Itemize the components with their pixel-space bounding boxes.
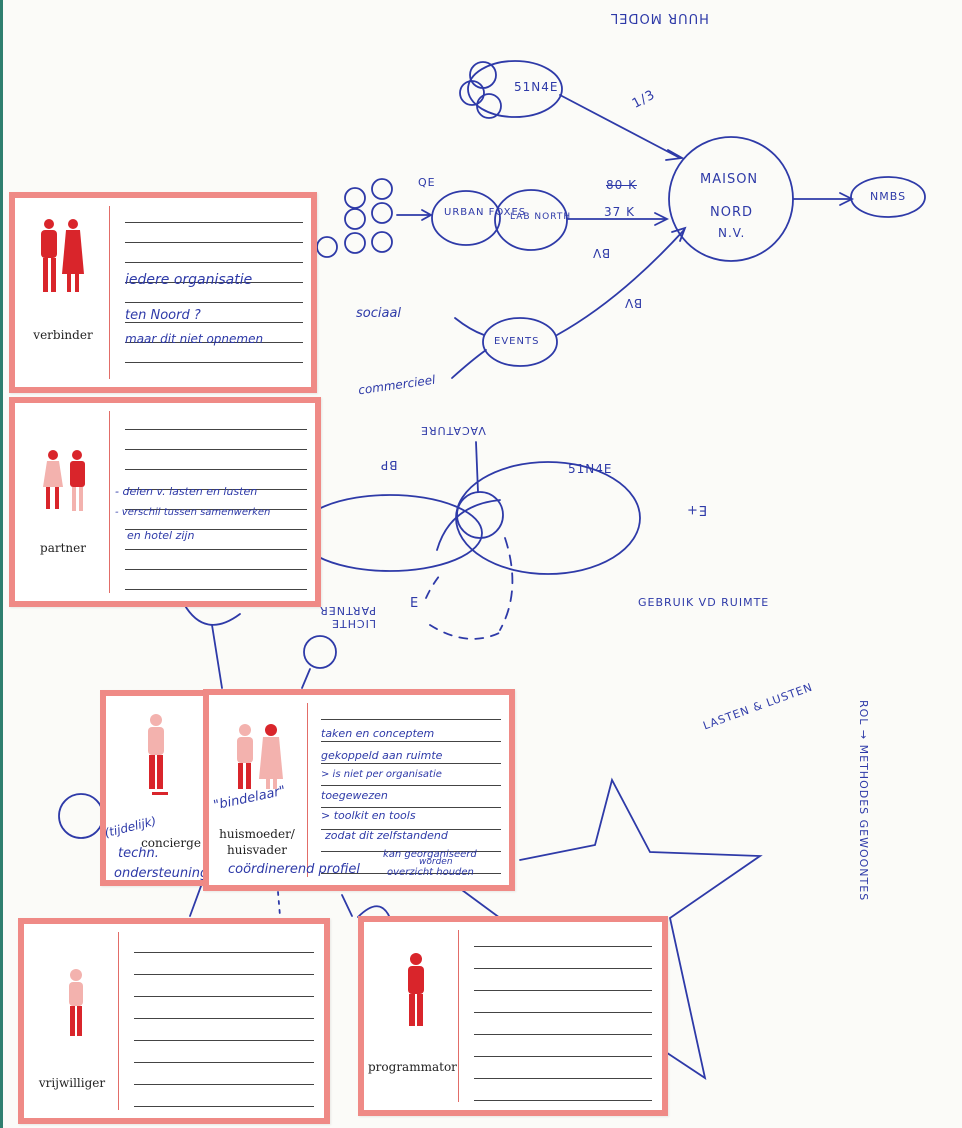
handwritten-note: - verschil tussen samenwerken [115, 507, 271, 518]
bv-left: BV [592, 246, 611, 260]
card-label-1: huismoeder/ [219, 827, 295, 841]
board-edge [0, 0, 3, 1128]
card-divider [109, 206, 110, 379]
sinqe-bubble [467, 60, 563, 118]
huismoeder-figures-icon [237, 724, 283, 789]
card-divider [118, 932, 119, 1110]
handwritten-note: - delen v. lasten en lusten [115, 485, 258, 498]
nord-label: NORD [710, 205, 753, 220]
card-partner: partner - delen v. lasten en lusten - ve… [9, 397, 321, 607]
handwritten-note: iedere organisatie [125, 272, 253, 288]
qe-label: QE [418, 176, 436, 189]
card-divider [109, 411, 110, 593]
lab-north-label: LAB NORTH [510, 212, 572, 222]
maison-label: MAISON [700, 172, 759, 187]
sinqe-label: 51N4E [514, 80, 559, 94]
vacature-label: VACATURE [420, 424, 486, 437]
vrijwilliger-figure-icon [69, 969, 83, 1036]
handwritten-note: taken en conceptem [321, 727, 435, 740]
handwritten-note: ondersteuning [114, 866, 209, 881]
concierge-figure-icon [148, 714, 168, 795]
nv-label: N.V. [718, 226, 746, 240]
card-label: verbinder [33, 328, 93, 342]
card-divider [307, 703, 308, 877]
bp-label: BP [380, 458, 398, 472]
events-label: EVENTS [494, 336, 540, 347]
handwritten-note: zodat dit zelfstandend [325, 829, 448, 842]
nmbs-bubble [850, 176, 926, 218]
lichte-partner-label: LICHTE PARTNER [319, 604, 376, 630]
handwritten-note: worden [419, 857, 453, 867]
star-outline [519, 777, 763, 1080]
partner-figures-icon [43, 450, 85, 511]
venn-sinqe-label: 51N4E [568, 462, 613, 476]
venn-left [297, 494, 483, 572]
maison-nord-circle [668, 136, 794, 262]
card-vrijwilliger: vrijwilliger [18, 918, 330, 1124]
programmator-figure-icon [408, 953, 424, 1026]
handwritten-note: gekoppeld aan ruimte [321, 749, 443, 762]
e-plus-label: E+ [686, 502, 708, 517]
nmbs-label: NMBS [870, 190, 907, 203]
handwritten-note: > toolkit en tools [321, 809, 416, 822]
card-verbinder: verbinder iedere organisatie ten Noord ?… [9, 192, 317, 393]
handwritten-note: ten Noord ? [125, 308, 201, 323]
top-note: HUUR MODEL [610, 10, 709, 25]
handwritten-note: coördinerend profiel [228, 862, 361, 877]
handwritten-note: kan georganiseerd [383, 849, 477, 860]
card-label: programmator [368, 1060, 457, 1074]
gebruik-label: GEBRUIK VD RUIMTE [638, 596, 770, 609]
venn-right [455, 461, 641, 575]
amount-37k: 37 K [604, 205, 635, 219]
arrow-sinqe-maison [559, 94, 681, 159]
lab-north-bubble [494, 189, 568, 251]
card-label-2: huisvader [227, 843, 287, 857]
urban-label: URBAN FOXES [444, 207, 527, 218]
verbinder-figures-icon [41, 219, 84, 292]
venn-small [456, 491, 504, 539]
rol-note: ROL → METHODES GEWOONTES [857, 700, 870, 902]
urban-foxes-bubble [431, 190, 501, 246]
handwritten-note: toegewezen [321, 789, 388, 802]
card-conciergerie: concierge [100, 690, 220, 886]
card-huismoeder: huismoeder/ huisvader "bindelaar" taken … [203, 689, 515, 891]
card-label: partner [40, 541, 86, 555]
card-programmator: programmator [358, 916, 668, 1116]
card-divider [458, 930, 459, 1102]
handwritten-note: en hotel zijn [127, 529, 195, 542]
card-label: concierge [141, 836, 201, 850]
crossed-amount: 80 K [606, 178, 637, 192]
handwritten-note: techn. [118, 846, 159, 861]
handwritten-note: maar dit niet opnemen [125, 332, 264, 346]
handwritten-note: overzicht houden [387, 867, 474, 878]
events-bubble [482, 317, 558, 367]
bv-right: BV [624, 296, 643, 310]
card-label: vrijwilliger [38, 1076, 106, 1090]
e-small-label: E [410, 596, 420, 611]
handwritten-note: > is niet per organisatie [321, 769, 442, 780]
sociaal-label: sociaal [356, 306, 402, 321]
